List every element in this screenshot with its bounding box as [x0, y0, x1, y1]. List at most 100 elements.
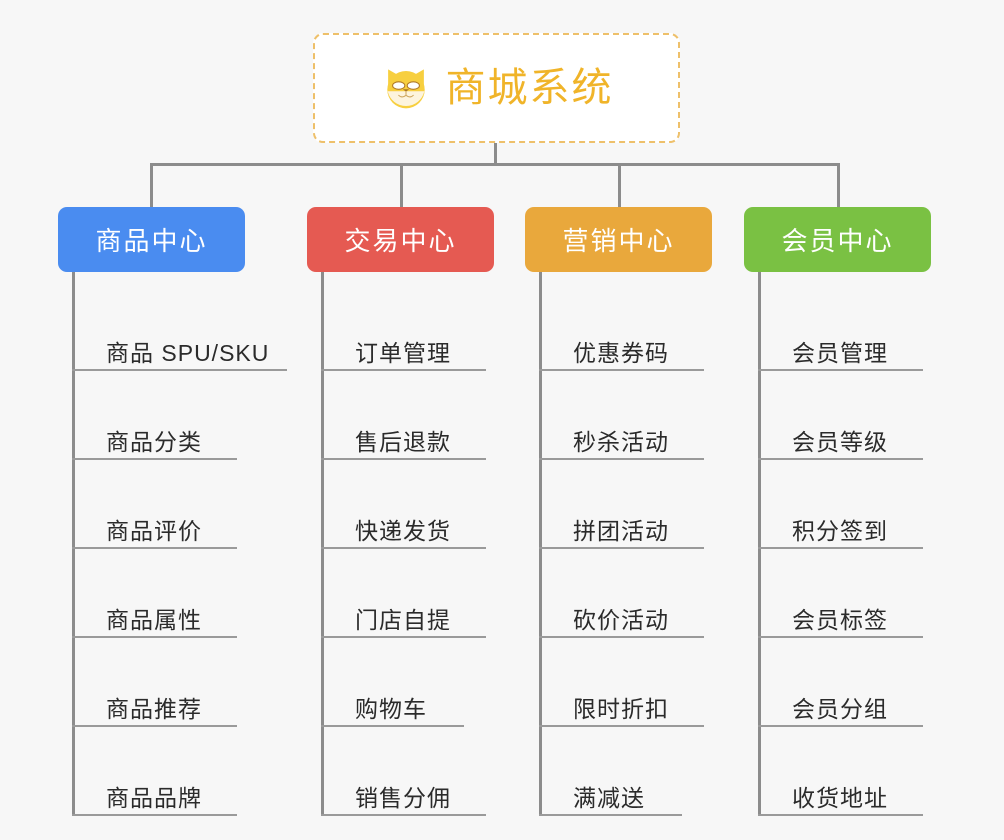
category-label: 会员中心: [781, 226, 894, 256]
category-label: 交易中心: [344, 226, 457, 256]
root-title: 商城系统: [445, 66, 614, 110]
leaf-underline: [321, 814, 486, 816]
leaf-item[interactable]: 会员分组: [758, 638, 964, 727]
column-product-center: 商品中心 商品 SPU/SKU 商品分类 商品评价 商品属性 商品推荐: [58, 207, 287, 816]
leaf-underline: [72, 636, 237, 638]
leaf-underline: [758, 725, 923, 727]
connector-drop-2: [400, 163, 403, 209]
leaf-label: 商品分类: [106, 428, 202, 455]
leaf-underline: [539, 814, 682, 816]
connector-spine: [758, 272, 761, 816]
leaf-item[interactable]: 快递发货: [321, 460, 527, 549]
leaf-underline: [539, 636, 704, 638]
leaf-underline: [321, 547, 486, 549]
leaf-item[interactable]: 购物车: [321, 638, 527, 727]
leaf-underline: [72, 725, 237, 727]
shiba-dog-icon: [380, 62, 432, 114]
leaf-underline: [321, 725, 464, 727]
category-box-marketing-center[interactable]: 营销中心: [525, 207, 712, 272]
leaf-underline: [539, 725, 704, 727]
leaf-label: 销售分佣: [355, 784, 451, 811]
leaf-underline: [758, 369, 923, 371]
leaf-underline: [758, 458, 923, 460]
leaf-item[interactable]: 商品分类: [72, 371, 278, 460]
leaf-label: 优惠券码: [573, 339, 669, 366]
leaf-item[interactable]: 优惠券码: [539, 282, 745, 371]
leaf-item[interactable]: 商品推荐: [72, 638, 278, 727]
leaf-item[interactable]: 销售分佣: [321, 727, 527, 816]
leaf-label: 积分签到: [792, 517, 888, 544]
connector-drop-1: [150, 163, 153, 209]
root-node-mall-system[interactable]: 商城系统: [313, 33, 680, 143]
connector-spine: [321, 272, 324, 816]
leaf-label: 商品 SPU/SKU: [106, 339, 270, 366]
leaf-label: 购物车: [355, 695, 427, 722]
leaf-label: 会员分组: [792, 695, 888, 722]
leaf-label: 满减送: [573, 784, 645, 811]
leaf-item[interactable]: 满减送: [539, 727, 745, 816]
category-label: 商品中心: [95, 226, 208, 256]
leaf-item[interactable]: 商品品牌: [72, 727, 278, 816]
connector-spine: [72, 272, 75, 816]
connector-root-stem: [494, 143, 497, 165]
leaf-list-trade-center: 订单管理 售后退款 快递发货 门店自提 购物车 销售分佣: [321, 272, 527, 816]
leaf-label: 秒杀活动: [573, 428, 669, 455]
column-member-center: 会员中心 会员管理 会员等级 积分签到 会员标签 会员分组: [744, 207, 964, 816]
leaf-item[interactable]: 订单管理: [321, 282, 527, 371]
leaf-label: 门店自提: [355, 606, 451, 633]
leaf-list-member-center: 会员管理 会员等级 积分签到 会员标签 会员分组 收货地址: [758, 272, 964, 816]
connector-spine: [539, 272, 542, 816]
category-box-trade-center[interactable]: 交易中心: [307, 207, 494, 272]
connector-drop-4: [837, 163, 840, 209]
leaf-label: 会员标签: [792, 606, 888, 633]
leaf-label: 商品品牌: [106, 784, 202, 811]
leaf-label: 会员等级: [792, 428, 888, 455]
leaf-underline: [539, 458, 704, 460]
leaf-item[interactable]: 商品 SPU/SKU: [72, 282, 287, 371]
leaf-item[interactable]: 会员管理: [758, 282, 964, 371]
column-marketing-center: 营销中心 优惠券码 秒杀活动 拼团活动 砍价活动 限时折扣: [525, 207, 745, 816]
leaf-item[interactable]: 积分签到: [758, 460, 964, 549]
leaf-list-product-center: 商品 SPU/SKU 商品分类 商品评价 商品属性 商品推荐 商品品牌: [72, 272, 287, 816]
leaf-item[interactable]: 商品属性: [72, 549, 278, 638]
leaf-underline: [321, 458, 486, 460]
leaf-underline: [321, 369, 486, 371]
connector-drop-3: [618, 163, 621, 209]
leaf-item[interactable]: 秒杀活动: [539, 371, 745, 460]
leaf-item[interactable]: 会员等级: [758, 371, 964, 460]
leaf-underline: [539, 547, 704, 549]
leaf-underline: [758, 547, 923, 549]
category-label: 营销中心: [562, 226, 675, 256]
leaf-label: 收货地址: [792, 784, 888, 811]
connector-horizontal-bus: [150, 163, 840, 166]
leaf-underline: [758, 814, 923, 816]
leaf-underline: [72, 458, 237, 460]
leaf-label: 砍价活动: [573, 606, 669, 633]
leaf-item[interactable]: 收货地址: [758, 727, 964, 816]
leaf-label: 拼团活动: [573, 517, 669, 544]
leaf-label: 商品评价: [106, 517, 202, 544]
leaf-underline: [758, 636, 923, 638]
leaf-label: 限时折扣: [573, 695, 669, 722]
leaf-item[interactable]: 拼团活动: [539, 460, 745, 549]
leaf-item[interactable]: 门店自提: [321, 549, 527, 638]
leaf-item[interactable]: 会员标签: [758, 549, 964, 638]
category-box-product-center[interactable]: 商品中心: [58, 207, 245, 272]
leaf-underline: [72, 369, 287, 371]
leaf-underline: [539, 369, 704, 371]
leaf-item[interactable]: 售后退款: [321, 371, 527, 460]
leaf-underline: [72, 814, 237, 816]
leaf-item[interactable]: 商品评价: [72, 460, 278, 549]
leaf-label: 商品属性: [106, 606, 202, 633]
column-trade-center: 交易中心 订单管理 售后退款 快递发货 门店自提 购物车: [307, 207, 527, 816]
leaf-label: 会员管理: [792, 339, 888, 366]
leaf-item[interactable]: 砍价活动: [539, 549, 745, 638]
leaf-item[interactable]: 限时折扣: [539, 638, 745, 727]
leaf-label: 商品推荐: [106, 695, 202, 722]
leaf-underline: [72, 547, 237, 549]
leaf-label: 快递发货: [355, 517, 451, 544]
leaf-label: 订单管理: [355, 339, 451, 366]
leaf-list-marketing-center: 优惠券码 秒杀活动 拼团活动 砍价活动 限时折扣 满减送: [539, 272, 745, 816]
category-box-member-center[interactable]: 会员中心: [744, 207, 931, 272]
